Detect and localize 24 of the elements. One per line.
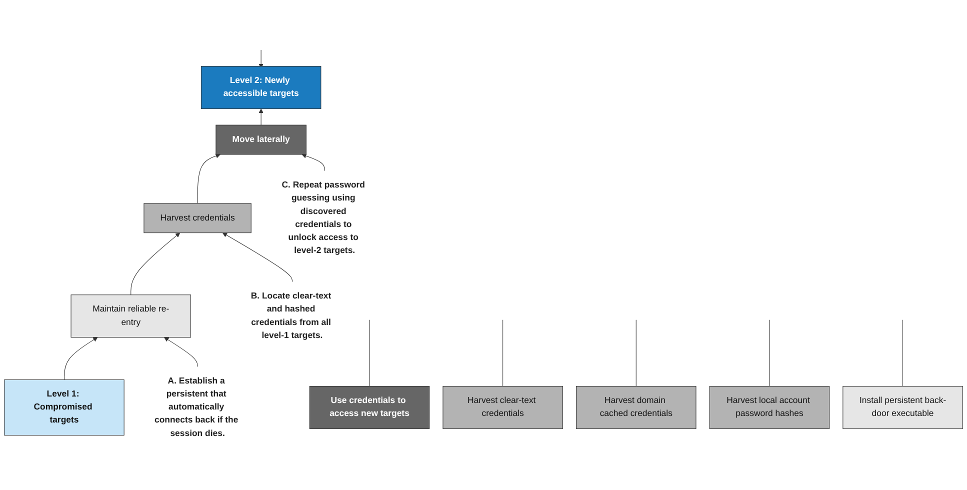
node-box: Move laterally — [216, 124, 306, 154]
node-text: A. Establish a persistent that automatically connects back if the session dies. — [154, 376, 238, 438]
node-text: C. Repeat password guessing using discovered credentials to unlock access to level-2 targets. — [282, 180, 365, 255]
node-box: Harvest credentials — [144, 202, 252, 233]
connector — [502, 319, 504, 386]
node-box: Level 2: Newly accessible targets — [200, 66, 322, 109]
connector — [902, 319, 904, 386]
node-box: Harvest local account password hashes — [709, 386, 830, 429]
node-box: Maintain reliable re-entry — [70, 294, 191, 338]
node-box: Install persistent back-door executable — [842, 386, 963, 429]
arrow — [302, 153, 325, 171]
node-text: B. Locate clear-text and hashed credentials from all level-1 targets. — [250, 291, 332, 340]
arrow — [130, 232, 180, 295]
arrow — [197, 153, 220, 204]
node-box: Use credentials to access new targets — [309, 386, 430, 429]
node-box: Harvest domain cached credentials — [576, 386, 696, 429]
arrow — [164, 336, 198, 367]
connector — [369, 319, 370, 386]
arrow — [222, 232, 292, 282]
arrow — [64, 336, 98, 380]
arrow — [258, 108, 264, 126]
connector — [769, 319, 770, 386]
node-box: Harvest clear-text credentials — [442, 386, 563, 429]
node-box: Level 1: Compromised targets — [4, 379, 124, 436]
